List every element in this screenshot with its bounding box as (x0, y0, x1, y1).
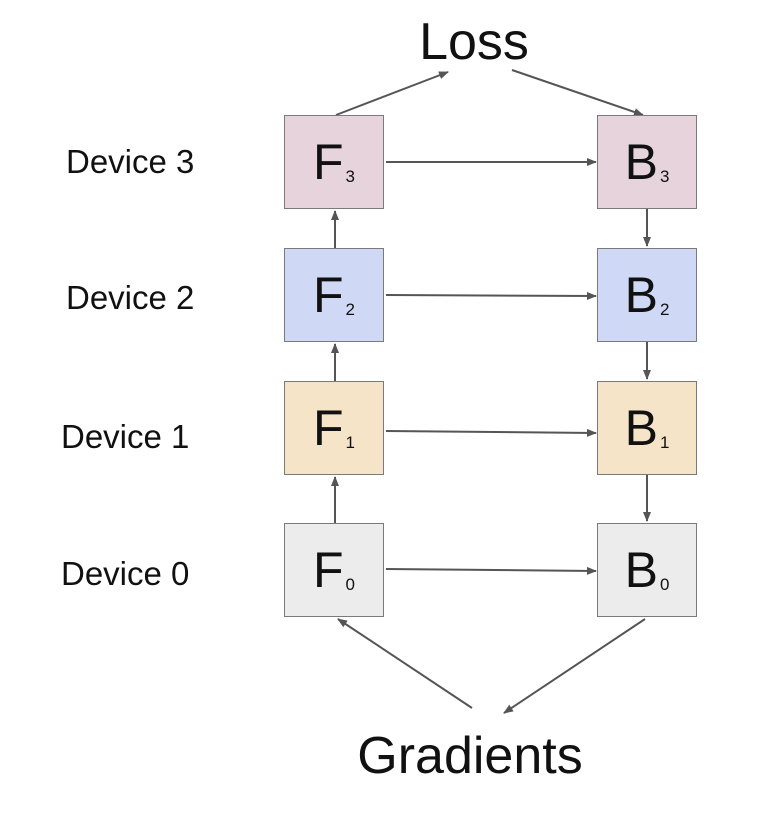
device-3-label: Device 3 (66, 143, 195, 180)
forward-letter: F (312, 400, 344, 456)
backward-index: 3 (659, 166, 670, 186)
backward-letter: B (624, 542, 658, 598)
gradients-label: Gradients (357, 727, 583, 785)
forward-index: 3 (345, 166, 355, 186)
backward-letter: B (624, 134, 658, 190)
forward-letter: F (312, 542, 344, 598)
arrow-gradients-to-f0 (337, 618, 473, 709)
backward-letter: B (624, 400, 658, 456)
device-2-label: Device 2 (66, 279, 195, 316)
forward-index: 1 (345, 432, 355, 452)
arrow-f3-to-loss (335, 71, 449, 116)
device-0-label: Device 0 (61, 555, 190, 592)
forward-index: 2 (345, 299, 355, 319)
forward-index: 0 (345, 574, 355, 594)
arrow-loss-to-b3 (511, 69, 644, 116)
backward-letter: B (624, 267, 658, 323)
backward-index: 2 (659, 299, 670, 319)
arrow-f1-to-b1 (385, 428, 597, 437)
device-1-label: Device 1 (61, 418, 190, 455)
loss-label: Loss (419, 13, 529, 71)
forward-letter: F (312, 267, 344, 323)
arrow-b0-to-gradients (503, 618, 646, 714)
forward-letter: F (312, 134, 344, 190)
backward-index: 0 (659, 574, 670, 594)
backward-index: 1 (659, 432, 670, 452)
arrow-f2-to-b2 (385, 291, 597, 300)
arrow-f0-to-b0 (385, 566, 597, 575)
